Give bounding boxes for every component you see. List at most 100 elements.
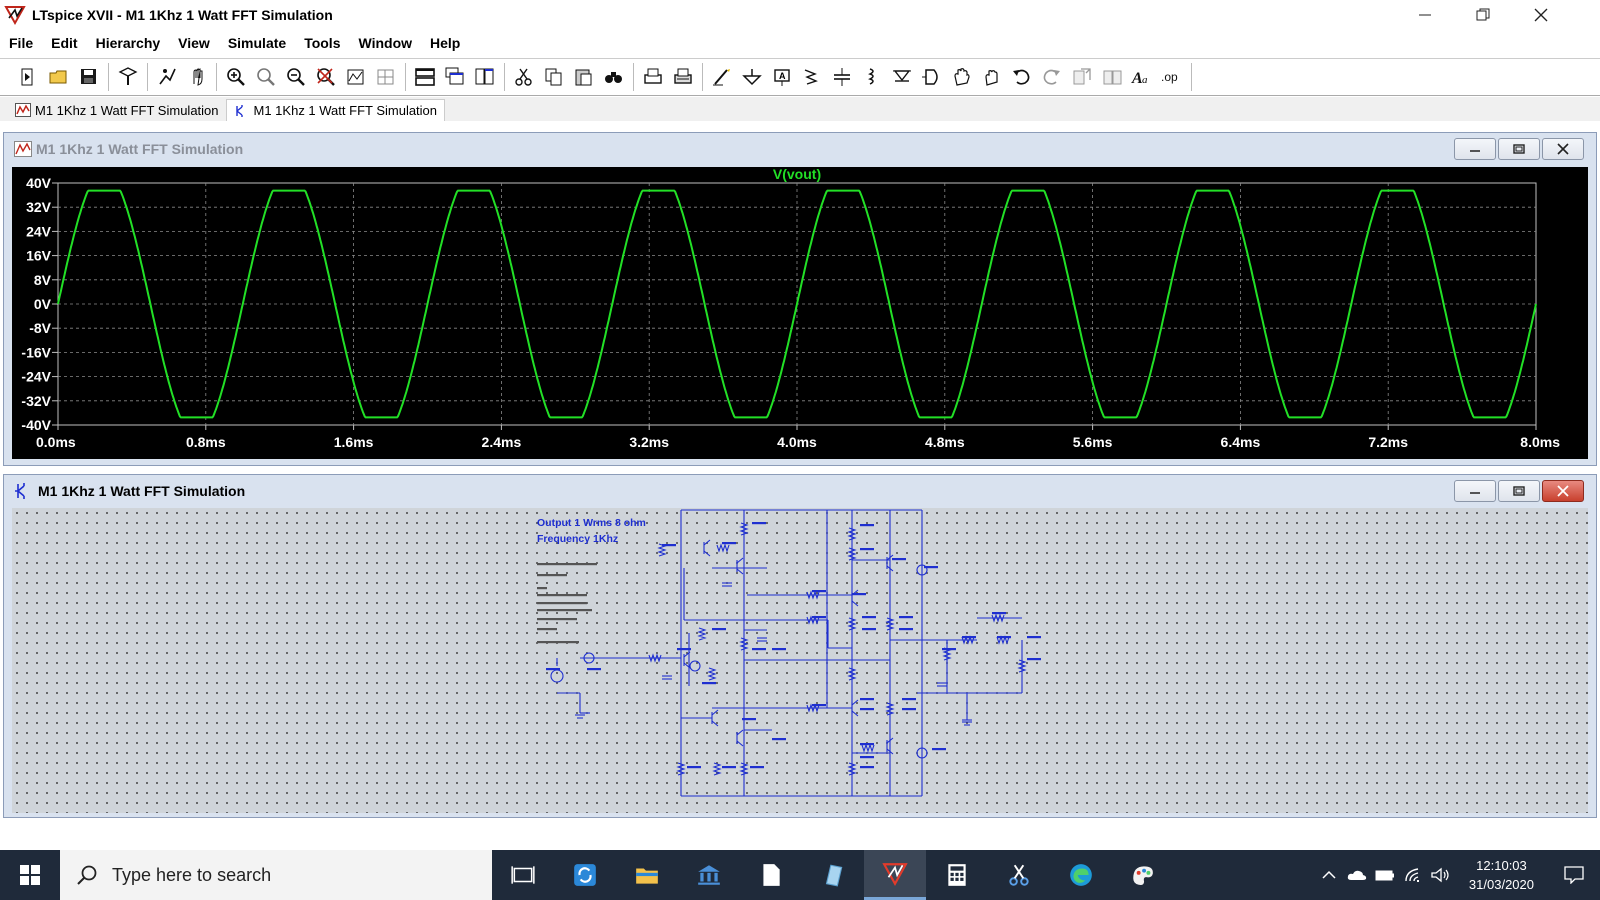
cut-icon: [515, 68, 532, 86]
taskbar-bank[interactable]: [678, 850, 740, 900]
waveform-restore-button[interactable]: [1498, 138, 1540, 160]
tray-wifi[interactable]: [1399, 850, 1427, 900]
draw-wire-button[interactable]: [707, 62, 737, 92]
open-folder-button[interactable]: [44, 62, 74, 92]
autorange-button[interactable]: [341, 62, 371, 92]
tab-waveform[interactable]: M1 1Khz 1 Watt FFT Simulation: [8, 99, 226, 121]
schematic-window-titlebar[interactable]: M1 1Khz 1 Watt FFT Simulation: [4, 475, 1596, 507]
schematic-canvas[interactable]: Output 1 Wrms 8 ohm Frequency 1Khz: [12, 508, 1588, 813]
close-button[interactable]: [1512, 0, 1570, 30]
menu-edit[interactable]: Edit: [51, 35, 78, 51]
inductor-button[interactable]: [857, 62, 887, 92]
ground-icon: [742, 69, 762, 86]
trace-label[interactable]: V(vout): [773, 166, 821, 182]
taskbar-search-box[interactable]: Type here to search: [60, 850, 492, 900]
taskbar-calculator[interactable]: [926, 850, 988, 900]
menu-tools[interactable]: Tools: [304, 35, 341, 51]
drag-button[interactable]: [977, 62, 1007, 92]
taskbar-ltspice[interactable]: [864, 850, 926, 900]
halt-button[interactable]: [182, 62, 212, 92]
undo-button[interactable]: [1007, 62, 1037, 92]
zoom-in-button[interactable]: [221, 62, 251, 92]
start-button[interactable]: [0, 850, 60, 900]
tab-schematic[interactable]: M1 1Khz 1 Watt FFT Simulation: [225, 99, 446, 121]
paint-icon: [1133, 866, 1153, 885]
schematic-close-button[interactable]: [1542, 480, 1584, 502]
menu-view[interactable]: View: [178, 35, 210, 51]
run-button[interactable]: [152, 62, 182, 92]
x-tick-label: 4.8ms: [925, 434, 965, 450]
copy-button[interactable]: [539, 62, 569, 92]
schematic-restore-button[interactable]: [1498, 480, 1540, 502]
series-line-vout[interactable]: [57, 189, 1537, 419]
zoom-area-button[interactable]: [251, 62, 281, 92]
menu-simulate[interactable]: Simulate: [227, 35, 287, 51]
waveform-close-button[interactable]: [1542, 138, 1584, 160]
spice-directive-button[interactable]: .op: [1157, 62, 1187, 92]
schematic-window[interactable]: M1 1Khz 1 Watt FFT Simulation Output 1 W…: [3, 474, 1597, 818]
zoom-out-button[interactable]: [281, 62, 311, 92]
move-button[interactable]: [947, 62, 977, 92]
taskbar-notepad[interactable]: [802, 850, 864, 900]
x-tick-label: 0.8ms: [186, 434, 226, 450]
rotate-button[interactable]: [1067, 62, 1097, 92]
tile-vertical-button[interactable]: [470, 62, 500, 92]
tray-onedrive[interactable]: [1343, 850, 1371, 900]
svg-text:a: a: [1142, 74, 1148, 86]
print-setup-button[interactable]: [668, 62, 698, 92]
schematic-minimize-button[interactable]: [1454, 480, 1496, 502]
save-button[interactable]: [74, 62, 104, 92]
edge-icon: [1070, 864, 1092, 886]
waveform-window-icon: [14, 141, 32, 157]
menu-hierarchy[interactable]: Hierarchy: [95, 35, 161, 51]
zoom-fit-button[interactable]: [311, 62, 341, 92]
action-center-button[interactable]: [1548, 850, 1600, 900]
grid-button[interactable]: [371, 62, 401, 92]
tile-horizontal-button[interactable]: [410, 62, 440, 92]
cut-button[interactable]: [509, 62, 539, 92]
paste-button[interactable]: [569, 62, 599, 92]
capacitor-button[interactable]: [827, 62, 857, 92]
taskbar-document[interactable]: [740, 850, 802, 900]
taskbar-sync[interactable]: [554, 850, 616, 900]
ground-button[interactable]: [737, 62, 767, 92]
waveform-chart[interactable]: 40V32V24V16V8V0V-8V-16V-24V-32V-40V0.0ms…: [12, 166, 1588, 459]
taskbar-task-view[interactable]: [492, 850, 554, 900]
print-button[interactable]: [638, 62, 668, 92]
schematic-note-output[interactable]: Output 1 Wrms 8 ohm: [537, 517, 646, 529]
label-net-button[interactable]: A: [767, 62, 797, 92]
tray-battery[interactable]: [1371, 850, 1399, 900]
taskbar-file-explorer[interactable]: [616, 850, 678, 900]
cascade-button[interactable]: [440, 62, 470, 92]
document-tabs: M1 1Khz 1 Watt FFT Simulation M1 1Khz 1 …: [0, 97, 1600, 121]
taskbar-paint[interactable]: [1112, 850, 1174, 900]
component-button[interactable]: [917, 62, 947, 92]
tray-volume[interactable]: [1427, 850, 1455, 900]
open-file-button[interactable]: [14, 62, 44, 92]
taskbar-edge[interactable]: [1050, 850, 1112, 900]
taskbar-clock[interactable]: 12:10:03 31/03/2020: [1455, 856, 1548, 894]
resistor-button[interactable]: [797, 62, 827, 92]
waveform-window-titlebar[interactable]: M1 1Khz 1 Watt FFT Simulation: [4, 133, 1596, 165]
zoom-fit-icon: [317, 68, 335, 86]
schematic-note-frequency[interactable]: Frequency 1Khz: [537, 533, 618, 545]
find-button[interactable]: [599, 62, 629, 92]
tray-chevron[interactable]: [1315, 850, 1343, 900]
diode-button[interactable]: [887, 62, 917, 92]
maximize-button[interactable]: [1454, 0, 1512, 30]
mirror-button[interactable]: [1097, 62, 1127, 92]
waveform-minimize-button[interactable]: [1454, 138, 1496, 160]
redo-button[interactable]: [1037, 62, 1067, 92]
minimize-button[interactable]: [1396, 0, 1454, 30]
menu-help[interactable]: Help: [430, 35, 461, 51]
menu-window[interactable]: Window: [358, 35, 413, 51]
control-panel-button[interactable]: [113, 62, 143, 92]
schematic-drawing[interactable]: Output 1 Wrms 8 ohm Frequency 1Khz: [12, 508, 1588, 813]
taskbar-snipping[interactable]: [988, 850, 1050, 900]
close-icon: [1557, 143, 1569, 155]
minimize-icon: [1470, 150, 1480, 152]
menu-file[interactable]: File: [9, 35, 34, 51]
